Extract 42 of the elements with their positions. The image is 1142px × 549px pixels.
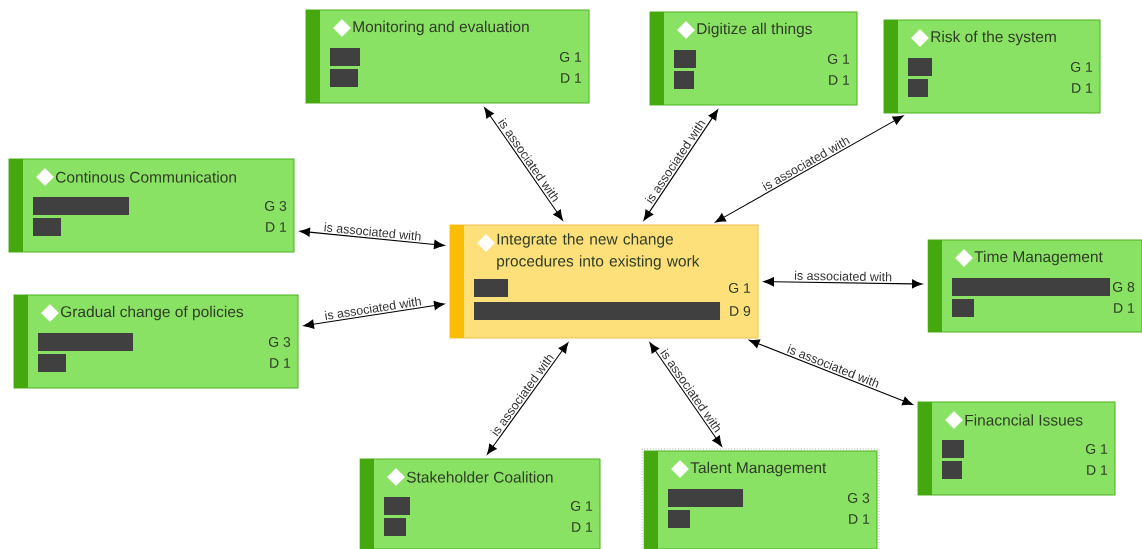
arrow — [748, 339, 913, 406]
count-label: G 1 — [1070, 62, 1093, 72]
arrow — [649, 342, 722, 447]
count-label: G 1 — [1085, 444, 1108, 454]
arrow — [484, 107, 563, 221]
count-label: D 1 — [572, 522, 593, 532]
edge-label: is associated with — [322, 295, 424, 322]
count-label: G 1 — [570, 501, 593, 511]
code-title: Talent Management — [690, 461, 827, 477]
count-label: D 1 — [1087, 465, 1108, 475]
arrow — [299, 227, 445, 249]
count-label: D 1 — [266, 222, 287, 232]
arrow — [715, 115, 904, 223]
count-label: G 1 — [559, 52, 582, 62]
count-label: G 3 — [847, 493, 870, 503]
edge-label: is associated with — [793, 269, 894, 283]
count-label: G 1 — [728, 283, 751, 293]
count-label: G 8 — [1112, 282, 1135, 292]
code-title: Finacncial Issues — [965, 414, 1083, 426]
arrow — [303, 301, 445, 329]
code-title: Digitize all things — [697, 22, 812, 38]
code-title: Stakeholder Coalition — [406, 471, 553, 483]
code-title: Time Management — [974, 250, 1103, 266]
code-title: Risk of the system — [931, 30, 1056, 46]
count-label: D 1 — [1114, 303, 1135, 313]
code-title: Continous Communication — [56, 171, 236, 183]
count-label: D 9 — [730, 306, 751, 316]
edge-label: is associated with — [322, 221, 423, 242]
arrow — [643, 109, 719, 221]
count-label: D 1 — [1072, 83, 1093, 93]
count-label: G 3 — [264, 201, 287, 211]
count-label: G 1 — [827, 54, 850, 64]
arrow — [763, 277, 923, 289]
code-title: Monitoring and evaluation — [353, 20, 529, 36]
count-label: D 1 — [849, 514, 870, 524]
count-label: D 1 — [270, 358, 291, 368]
code-title: Integrate the new change procedures into existing work — [497, 233, 700, 270]
code-title: Gradual change of policies — [61, 305, 244, 321]
count-label: D 1 — [829, 75, 850, 85]
arrow — [486, 342, 569, 455]
count-label: G 3 — [268, 337, 291, 347]
count-label: D 1 — [561, 73, 582, 83]
